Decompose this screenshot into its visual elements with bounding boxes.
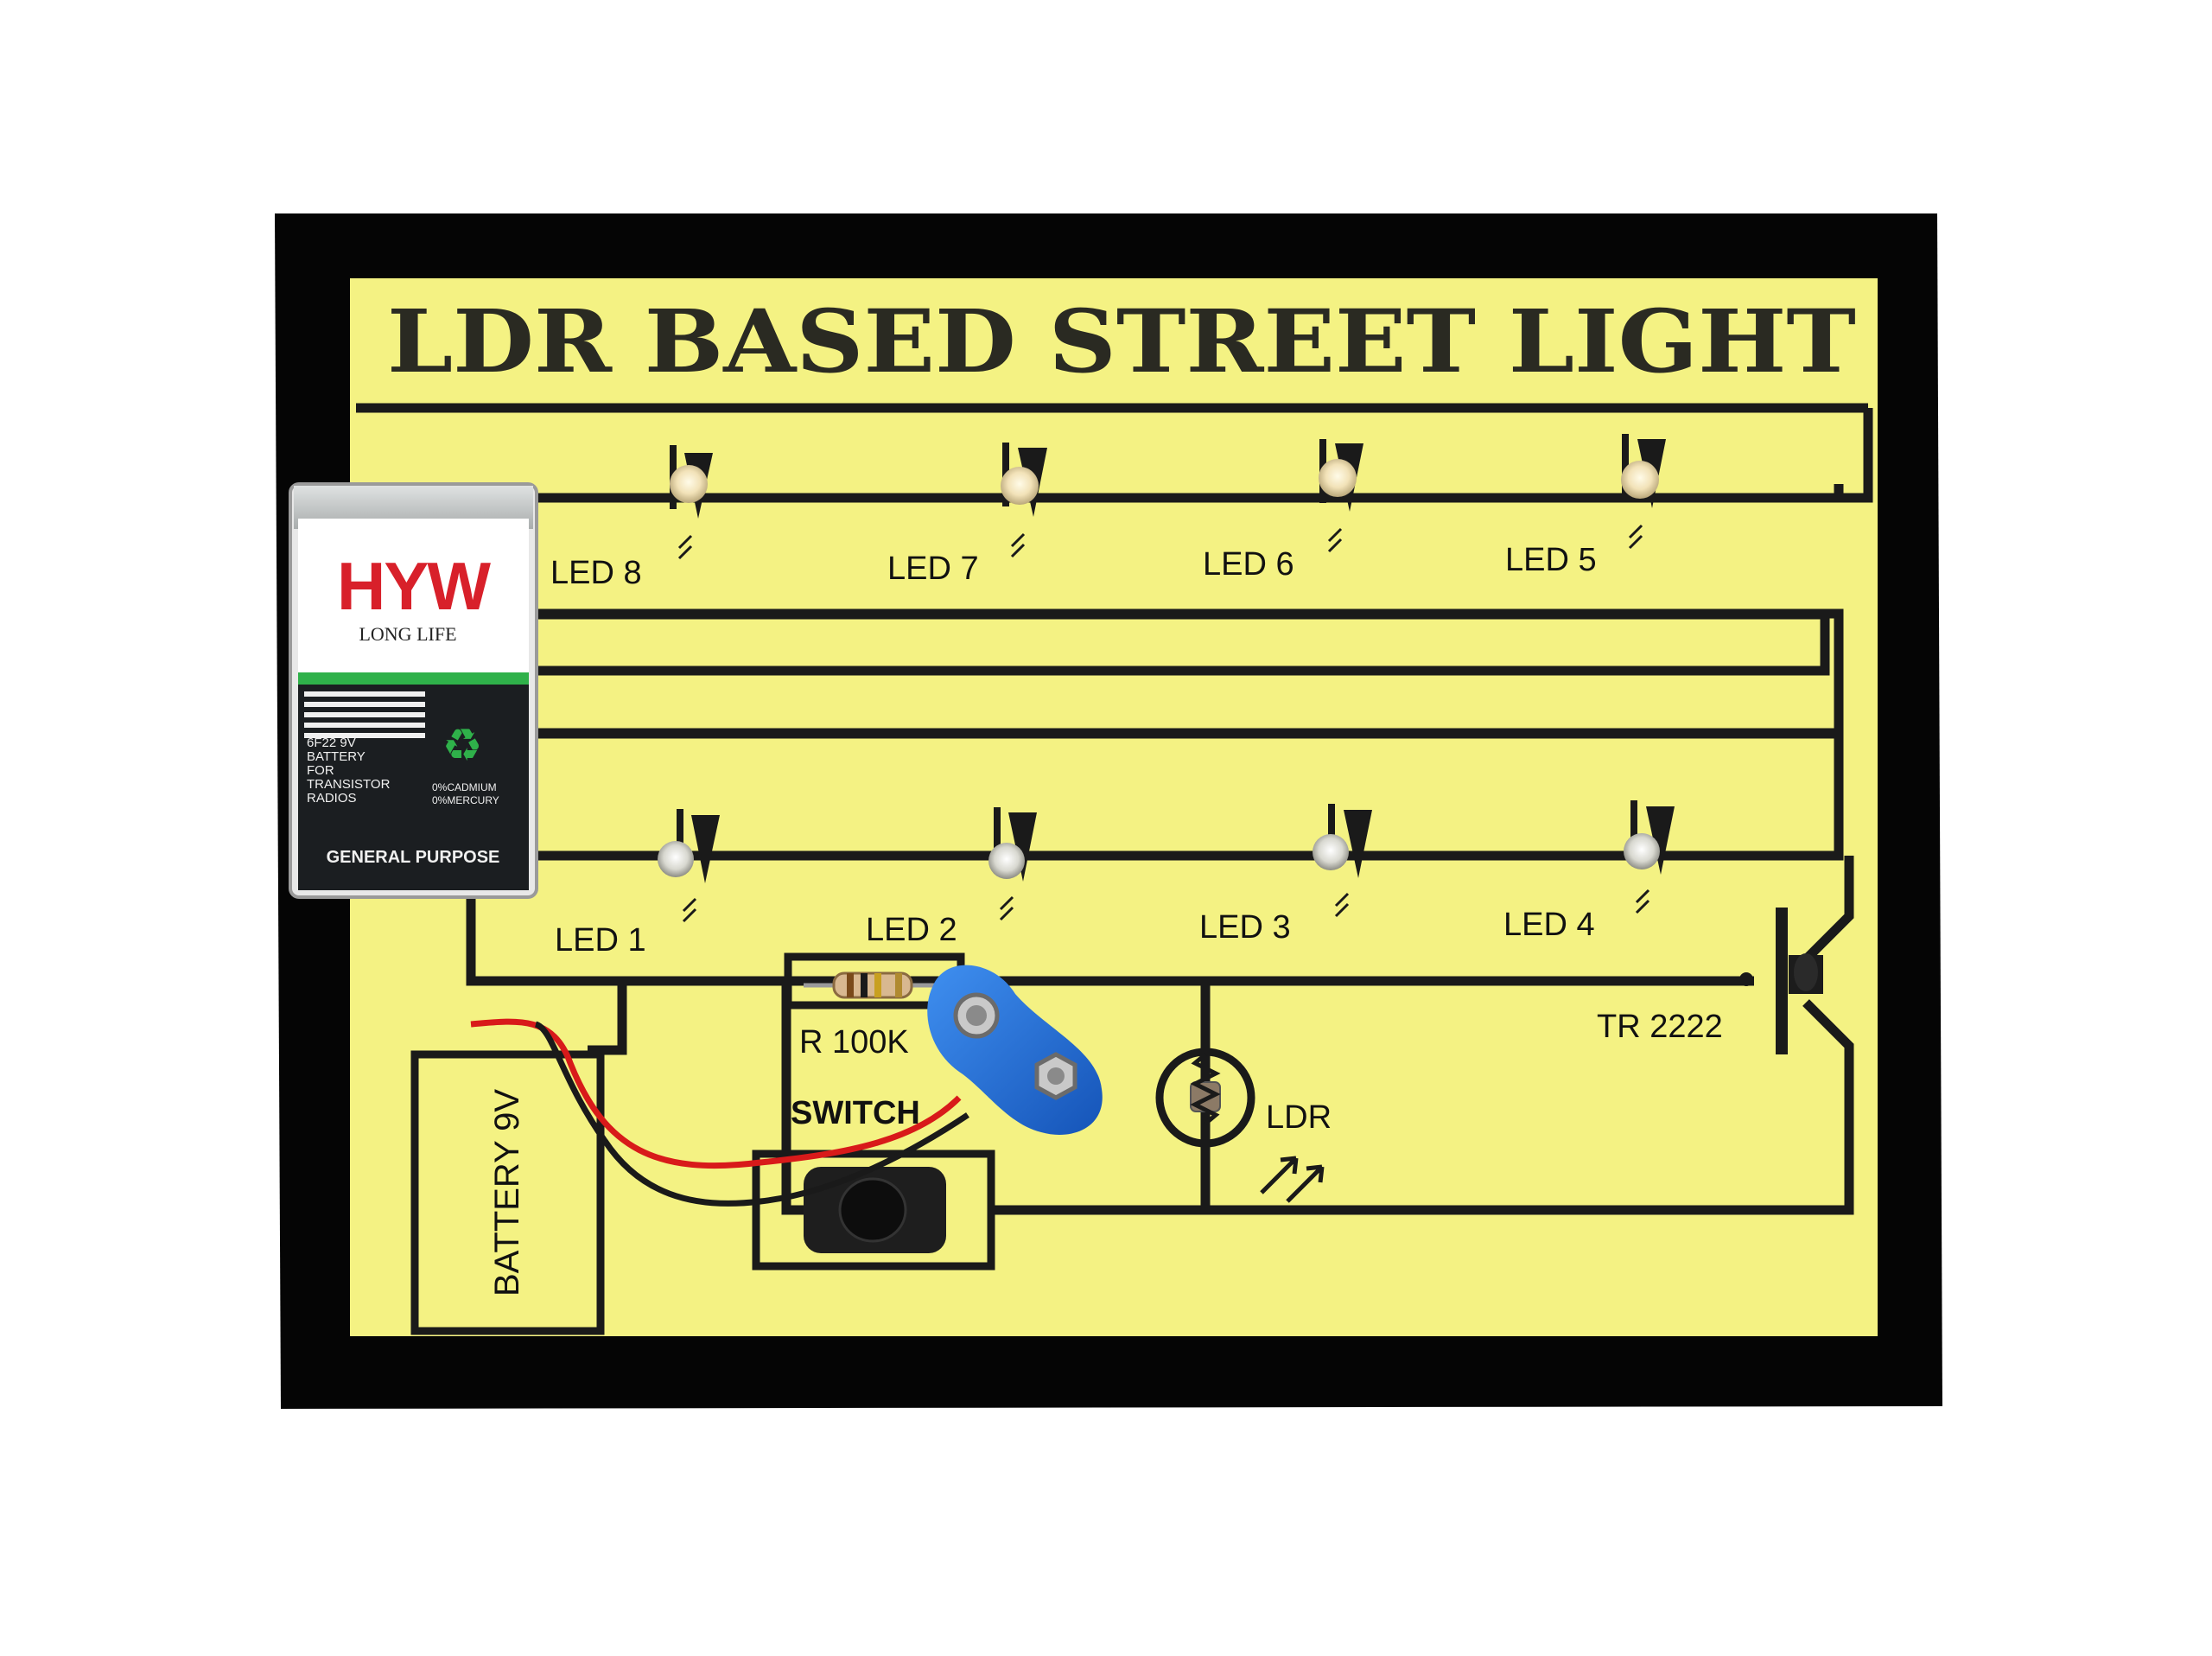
- battery-tagline: LONG LIFE: [359, 623, 456, 645]
- resistor-component: [804, 971, 946, 999]
- battery-spec-1: 6F22 9V: [307, 736, 356, 750]
- battery-snap-clip: [927, 965, 1103, 1135]
- battery-spec-4: TRANSISTOR: [307, 777, 391, 792]
- battery-compliance-2: 0%MERCURY: [432, 794, 499, 806]
- battery-footer: GENERAL PURPOSE: [327, 848, 500, 867]
- light-arrows-icon: [1260, 1156, 1325, 1203]
- led-6-label: LED 6: [1203, 546, 1294, 583]
- led-1-label: LED 1: [555, 922, 646, 959]
- transistor-base-bar: [1776, 908, 1788, 1054]
- led-2-label: LED 2: [866, 912, 957, 948]
- led-4: [1624, 800, 1675, 914]
- transistor-label: TR 2222: [1597, 1009, 1723, 1045]
- led-8: [670, 445, 713, 560]
- board-title: LDR BASED STREET LIGHT: [387, 290, 1856, 392]
- ldr-zigzag: [1190, 1053, 1221, 1125]
- led-3: [1313, 804, 1372, 918]
- ldr-component: [1190, 1081, 1221, 1112]
- battery-spec-5: RADIOS: [307, 791, 357, 806]
- transistor-component: [1789, 953, 1823, 994]
- led-1: [658, 809, 720, 923]
- led-5: [1621, 434, 1666, 550]
- battery-recycle-icon: ♻: [442, 720, 483, 772]
- ldr-symbol-circle: [1155, 1048, 1255, 1148]
- switch-footprint: [752, 1150, 995, 1271]
- led-7-label: LED 7: [887, 551, 979, 587]
- led-5-label: LED 5: [1505, 542, 1597, 578]
- battery-box-label: BATTERY 9V: [488, 1089, 526, 1296]
- led-4-label: LED 4: [1503, 907, 1595, 943]
- nine-volt-battery: ♻: [289, 482, 538, 899]
- battery-footprint: [410, 1050, 605, 1335]
- led-6: [1319, 439, 1363, 553]
- led-2: [988, 807, 1037, 921]
- battery-spec-3: FOR: [307, 763, 334, 778]
- battery-compliance-1: 0%CADMIUM: [432, 781, 497, 793]
- ldr-label: LDR: [1266, 1099, 1332, 1136]
- switch-label: SWITCH: [791, 1095, 920, 1131]
- led-3-label: LED 3: [1199, 909, 1291, 946]
- battery-spec-2: BATTERY: [307, 749, 365, 764]
- resistor-label: R 100K: [799, 1024, 909, 1060]
- led-8-label: LED 8: [550, 555, 642, 591]
- black-wire: [534, 1021, 969, 1207]
- switch-button: [838, 1177, 907, 1243]
- led-7: [1001, 443, 1047, 558]
- battery-brand: HYW: [337, 548, 491, 624]
- transistor-base-dot: [1739, 972, 1753, 986]
